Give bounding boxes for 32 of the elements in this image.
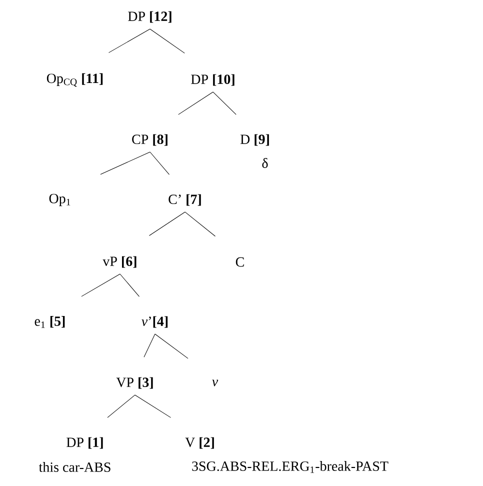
tree-label: vP [6] — [102, 256, 136, 268]
tree-label: Op$_{1}$ — [49, 194, 70, 206]
tree-label: v — [212, 380, 218, 386]
tree-branch — [144, 334, 156, 358]
tree-branch — [150, 152, 170, 175]
tree-label: v’[4] — [142, 316, 168, 328]
tree-branch — [149, 212, 186, 236]
tree-branch — [154, 334, 188, 359]
tree-label: e$_{1}$ [5] — [34, 316, 65, 328]
tree-branch — [212, 92, 236, 115]
tree-branch — [100, 152, 150, 175]
tree-label: CP [8] — [132, 134, 168, 146]
tree-label: C — [236, 257, 244, 267]
tree-label: V [2] — [185, 437, 214, 449]
gloss-text: this car-ABS — [38, 462, 110, 472]
tree-branch — [134, 394, 171, 418]
tree-branch — [81, 274, 120, 297]
tree-label: DP [12] — [128, 11, 172, 23]
tree-branch — [108, 28, 150, 53]
tree-branch — [120, 274, 140, 297]
tree-label: C’ [7] — [168, 194, 201, 206]
tree-branch — [178, 92, 214, 115]
gloss-text: 3SG.ABS-REL.ERG$_{1}$-break-PAST — [192, 461, 388, 473]
tree-label: VP [3] — [116, 377, 153, 389]
tree-label: DP [1] — [66, 437, 103, 449]
tree-branch — [107, 394, 136, 418]
gloss-text: δ — [262, 158, 268, 168]
tree-label: D [9] — [240, 134, 269, 146]
tree-branch — [184, 212, 216, 236]
tree-branch — [150, 28, 185, 54]
tree-label: DP [10] — [191, 74, 234, 86]
tree-label: Op$_{CQ}$ [11] — [46, 73, 103, 87]
